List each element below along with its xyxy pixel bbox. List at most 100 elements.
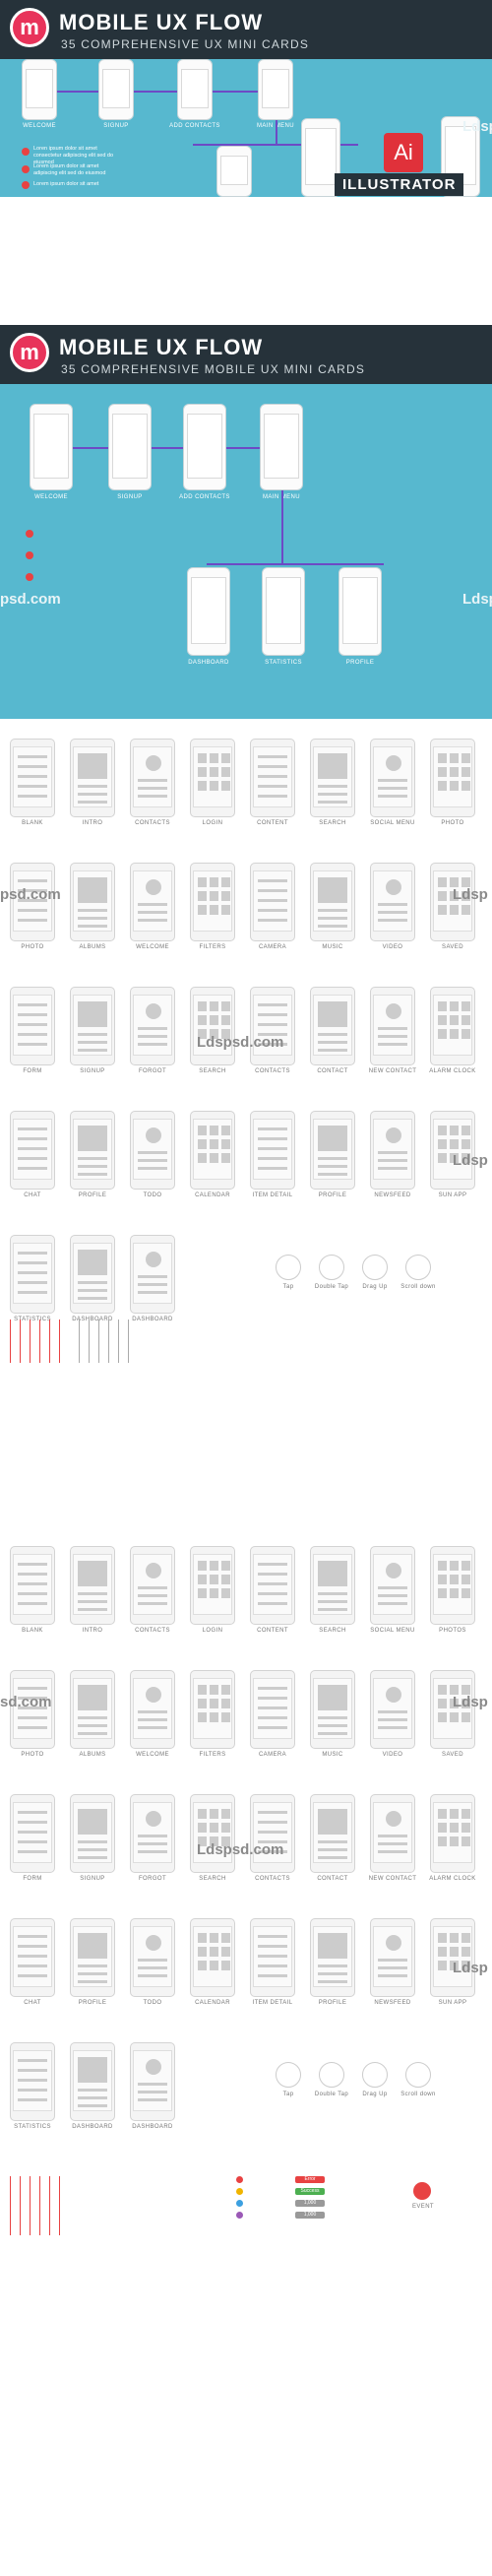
placeholder-tile [210, 1809, 218, 1819]
watermark: Ldspsd.com [197, 1034, 284, 1051]
placeholder-tile [198, 1126, 207, 1135]
placeholder-line [138, 1035, 167, 1038]
placeholder-tile [221, 1836, 230, 1846]
wireframe-label: FILTERS [199, 944, 226, 950]
wireframe-screen [313, 1926, 352, 1987]
placeholder-line [18, 1974, 47, 1977]
gesture-label: Double Tap [314, 2092, 349, 2097]
placeholder-tile [210, 1153, 218, 1163]
wireframe-label: CAMERA [258, 1752, 287, 1758]
watermark: Ldsp [453, 1694, 488, 1710]
timeline-line [20, 1320, 21, 1363]
placeholder-line [138, 1959, 167, 1962]
brand-logo-icon: m [10, 8, 49, 47]
wireframe-label: CHAT [24, 2000, 41, 2006]
placeholder-line [258, 1726, 287, 1729]
note-text: Lorem ipsum dolor sit amet [33, 181, 99, 187]
flow-label: DASHBOARD [188, 660, 229, 666]
wireframe-label: ITEM DETAIL [252, 1192, 293, 1198]
placeholder-line [138, 903, 167, 906]
placeholder-tile [221, 1561, 230, 1571]
placeholder-line [138, 1586, 167, 1589]
wireframe-card [430, 1794, 475, 1873]
wireframe-screen [73, 1926, 112, 1987]
placeholder-line [378, 1159, 407, 1162]
wireframe-screen [253, 1926, 292, 1987]
placeholder-line [138, 919, 167, 922]
wireframe-label: CONTACT [317, 1068, 348, 1074]
wireframe-card [70, 1111, 115, 1190]
gesture-label: Tap [282, 2092, 294, 2097]
placeholder-line [258, 1043, 287, 1046]
placeholder-line [258, 1157, 287, 1160]
placeholder-tile [221, 1823, 230, 1833]
placeholder-line [258, 1137, 287, 1140]
placeholder-line [78, 1033, 107, 1036]
placeholder-tile [450, 1588, 459, 1598]
flow-screen-add-contacts [177, 59, 213, 120]
flow-connector [276, 120, 277, 146]
placeholder-line [138, 1974, 167, 1977]
placeholder-tile [461, 891, 470, 901]
color-swatch-icon [236, 2200, 243, 2207]
flow-label: SIGNUP [103, 123, 129, 129]
wireframe-screen [433, 1678, 472, 1739]
gesture-label: Double Tap [314, 1284, 349, 1290]
note-text: Loren ipsum dolor sit amet consectetur a… [33, 146, 114, 165]
wireframe-card [130, 1670, 175, 1749]
wireframe-card [10, 1235, 55, 1314]
placeholder-tile [210, 1015, 218, 1025]
placeholder-tile [450, 1126, 459, 1135]
flow-label: STATISTICS [265, 660, 302, 666]
placeholder-line [18, 1964, 47, 1967]
placeholder-line [78, 1840, 107, 1843]
color-swatch-icon [236, 2212, 243, 2219]
placeholder-tile [210, 1029, 218, 1039]
placeholder-image [78, 1126, 107, 1151]
wireframe-screen [13, 995, 52, 1056]
flow-screen-statistics [301, 118, 340, 197]
watermark: Ldspsd.com [197, 1841, 284, 1858]
placeholder-line [318, 793, 347, 796]
wireframe-card [250, 1546, 295, 1625]
banner-2-title-bar: m MOBILE UX FLOW 35 COMPREHENSIVE MOBILE… [0, 325, 492, 384]
flow-connector [57, 91, 98, 93]
placeholder-line [258, 1955, 287, 1958]
wireframe-screen [133, 1554, 172, 1615]
placeholder-avatar [146, 1563, 161, 1578]
placeholder-line [78, 1972, 107, 1975]
timeline-line [59, 1320, 60, 1363]
placeholder-line [78, 2089, 107, 2092]
placeholder-line [138, 787, 167, 790]
placeholder-line [138, 779, 167, 782]
wireframe-card [130, 739, 175, 817]
placeholder-avatar [386, 879, 401, 895]
watermark: sd.com [0, 1694, 52, 1710]
placeholder-tile [221, 1699, 230, 1708]
wireframe-label: FILTERS [199, 1752, 226, 1758]
wireframe-card [190, 1794, 235, 1873]
wireframe-card [370, 739, 415, 817]
wireframe-label: SAVED [442, 1752, 463, 1758]
wireframe-card [310, 1111, 355, 1190]
wireframe-label: NEW CONTACT [368, 1876, 417, 1882]
flow-label: WELCOME [23, 123, 56, 129]
status-pill: 1,000 [295, 2200, 325, 2207]
placeholder-line [18, 1850, 47, 1853]
wireframe-card [250, 863, 295, 941]
placeholder-image [78, 1933, 107, 1959]
placeholder-line [258, 1602, 287, 1605]
placeholder-line [378, 1167, 407, 1170]
placeholder-line [378, 1835, 407, 1837]
flow-connector [226, 447, 260, 449]
placeholder-line [318, 1980, 347, 1983]
wireframe-card [250, 987, 295, 1065]
placeholder-line [138, 1835, 167, 1837]
timeline-line [30, 1320, 31, 1363]
placeholder-line [18, 1697, 47, 1700]
placeholder-line [18, 1157, 47, 1160]
wireframe-screen [13, 1678, 52, 1739]
gesture-label: Scroll down [400, 1284, 436, 1290]
placeholder-tile [198, 1139, 207, 1149]
wireframe-card [430, 863, 475, 941]
